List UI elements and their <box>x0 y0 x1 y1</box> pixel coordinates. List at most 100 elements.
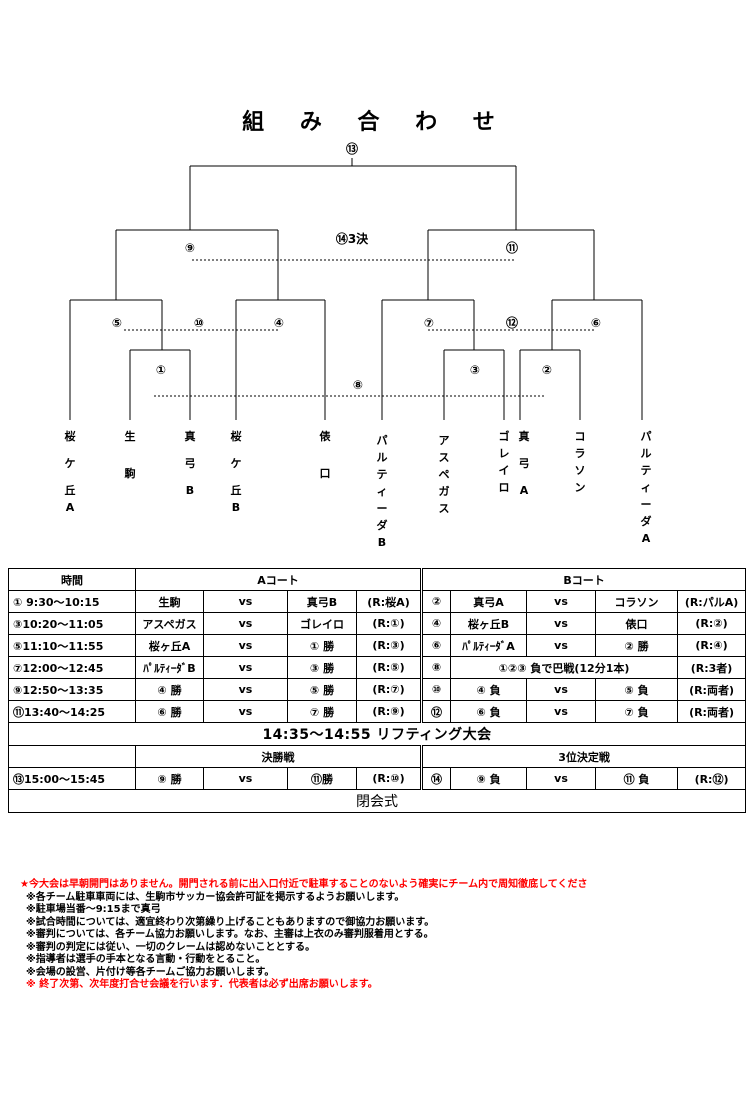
cell-a-home: ④ 勝 <box>135 678 204 701</box>
header-court-a: Aコート <box>134 568 424 591</box>
match-4-label: ④ <box>274 316 284 330</box>
cell-a-vs: vs <box>203 612 288 635</box>
team-corazon: コラソン <box>574 430 586 494</box>
closing-ceremony: 閉会式 <box>7 789 747 813</box>
final-row: ⑬15:00～15:45 ⑨ 勝 vs ⑪勝 (R:⑩) ⑭ ⑨ 負 vs ⑪ … <box>8 767 747 790</box>
cell-b-home: ⑥ 負 <box>450 700 528 723</box>
cell-a-vs: vs <box>203 634 288 657</box>
cell-b-home: ﾊﾟﾙﾃｨｰﾀﾞA <box>450 634 528 657</box>
cell-a-ref: (R:⑨) <box>355 700 424 723</box>
page-title: 組 み 合 わ せ <box>242 110 509 135</box>
cell-a-home: 生駒 <box>135 590 204 613</box>
cell-b-no: ⑩ <box>421 678 452 701</box>
team-goleiro: ゴレイロ <box>498 430 510 494</box>
cell-b-ref: (R:3者) <box>677 656 747 679</box>
team-aspegas: アスペガス <box>438 434 450 515</box>
cell-b-home: 真弓A <box>450 590 528 613</box>
note-item: ※会場の設営、片付け等各チームご協力お願いします。 <box>26 966 275 978</box>
cell-b-away: ⑤ 負 <box>595 678 679 701</box>
lifting-event: 14:35～14:55 リフティング大会 <box>7 722 747 746</box>
cell-b-no: ② <box>421 590 452 613</box>
cell-b-ref: (R:パルA) <box>677 590 747 613</box>
note-item: ※試合時間については、適宜終わり次第繰り上げることもありますので御協力お願います… <box>26 916 435 928</box>
cell-b-away: ② 勝 <box>595 634 679 657</box>
team-tawaraguchi: 俵口 <box>319 430 331 480</box>
match-1-label: ① <box>156 363 166 377</box>
cell-time: ⑬15:00～15:45 <box>8 767 136 790</box>
header-final: 決勝戦 <box>134 745 424 768</box>
cell-b-ref: (R:⑫) <box>677 767 747 790</box>
notes: ★今大会は早朝開門はありません。開門される前に出入口付近で駐車することのないよう… <box>20 879 587 992</box>
cell-b-ref: (R:②) <box>677 612 747 635</box>
cell-a-away: ⑦ 勝 <box>287 700 357 723</box>
cell-a-ref: (R:桜A) <box>355 590 424 613</box>
cell-b-no: ④ <box>421 612 452 635</box>
team-ikoma: 生駒 <box>124 430 136 480</box>
cell-b-vs: vs <box>526 634 597 657</box>
cell-b-home: 桜ヶ丘B <box>450 612 528 635</box>
cell-b-vs: vs <box>526 590 597 613</box>
cell-b-ref: (R:④) <box>677 634 747 657</box>
cell-b-home: ⑨ 負 <box>450 767 528 790</box>
note-warning: ★今大会は早朝開門はありません。開門される前に出入口付近で駐車することのないよう… <box>20 879 588 890</box>
match-11-label: ⑪ <box>506 240 518 255</box>
closing-row: 閉会式 <box>7 789 747 813</box>
cell-a-vs: vs <box>203 678 288 701</box>
cell-a-home: ﾊﾟﾙﾃｨｰﾀﾞB <box>135 656 204 679</box>
match-7-label: ⑦ <box>424 316 434 330</box>
cell-a-home: ⑥ 勝 <box>135 700 204 723</box>
table-row: ⑤11:10～11:55 桜ヶ丘A vs ① 勝 (R:③) ⑥ ﾊﾟﾙﾃｨｰﾀ… <box>8 634 747 657</box>
cell-b-vs: vs <box>526 678 597 701</box>
cell-time: ⑨12:50～13:35 <box>8 678 136 701</box>
table-row: ③10:20～11:05 アスペガス vs ゴレイロ (R:①) ④ 桜ヶ丘B … <box>8 612 747 635</box>
match-final-label: ⑬ <box>346 141 358 156</box>
cell-a-away: ⑤ 勝 <box>287 678 357 701</box>
cell-a-vs: vs <box>203 700 288 723</box>
cell-a-away: ゴレイロ <box>287 612 357 635</box>
cell-a-home: 桜ヶ丘A <box>135 634 204 657</box>
final-header-row: 決勝戦 3位決定戦 <box>8 745 747 768</box>
match-3-label: ③ <box>470 363 480 377</box>
cell-b-vs: vs <box>526 767 597 790</box>
note-item: ※審判の判定には従い、一切のクレームは認めないこととする。 <box>26 941 316 953</box>
cell-b-no: ⑫ <box>421 700 452 723</box>
cell-b-away: 俵口 <box>595 612 679 635</box>
cell-a-ref: (R:①) <box>355 612 424 635</box>
cell-a-vs: vs <box>203 656 288 679</box>
cell-b-no: ⑧ <box>421 656 452 679</box>
cell-b-no: ⑭ <box>421 767 452 790</box>
cell-a-home: ⑨ 勝 <box>135 767 204 790</box>
note-meeting: ※ 終了次第、次年度打合せ会議を行います．代表者は必ず出席お願いします。 <box>26 979 378 990</box>
cell-b-vs: vs <box>526 700 597 723</box>
table-row: ⑨12:50～13:35 ④ 勝 vs ⑤ 勝 (R:⑦) ⑩ ④ 負 vs ⑤… <box>8 678 747 701</box>
cell-a-away: ① 勝 <box>287 634 357 657</box>
match-8-label: ⑧ <box>353 378 363 392</box>
final-header-time-blank <box>8 745 136 768</box>
match-10-label: ⑩ <box>194 316 204 330</box>
cell-a-away: ⑪勝 <box>287 767 357 790</box>
header-time: 時間 <box>8 568 136 591</box>
cell-a-home: アスペガス <box>135 612 204 635</box>
note-item: ※審判については、各チーム協力お願いします。なお、主審は上衣のみ審判服着用とする… <box>26 929 434 940</box>
cell-a-vs: vs <box>203 767 288 790</box>
cell-b-no: ⑥ <box>421 634 452 657</box>
cell-b-vs: vs <box>526 612 597 635</box>
cell-b-away: ⑪ 負 <box>595 767 679 790</box>
cell-time: ⑪13:40～14:25 <box>8 700 136 723</box>
cell-a-ref: (R:⑩) <box>355 767 424 790</box>
cell-a-ref: (R:③) <box>355 634 424 657</box>
cell-a-ref: (R:⑤) <box>355 656 424 679</box>
header-court-b: Bコート <box>421 568 747 591</box>
match-2-label: ② <box>542 363 552 377</box>
cell-time: ⑦12:00～12:45 <box>8 656 136 679</box>
match-9-label: ⑨ <box>185 241 195 255</box>
cell-b-away: コラソン <box>595 590 679 613</box>
cell-a-ref: (R:⑦) <box>355 678 424 701</box>
cell-b-home: ④ 負 <box>450 678 528 701</box>
cell-b-round-robin: ①②③ 負で巴戦(12分1本) <box>450 656 679 679</box>
